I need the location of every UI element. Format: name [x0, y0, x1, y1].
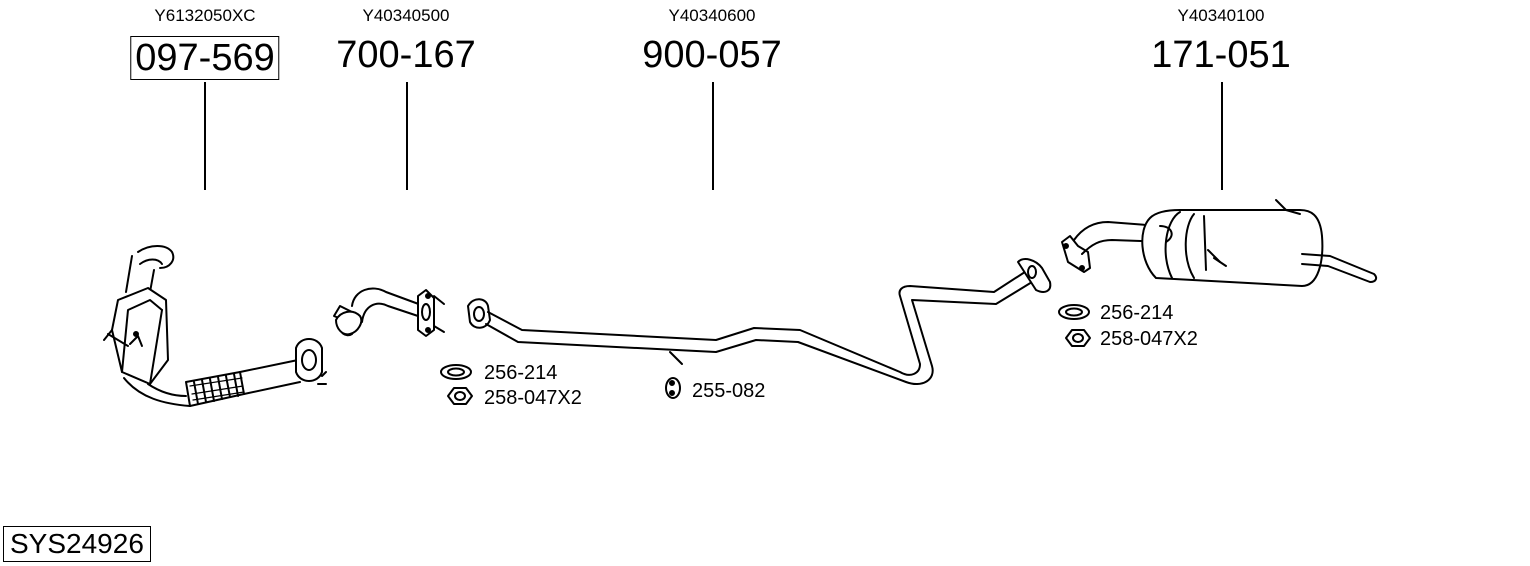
part-number-middle-pipe[interactable]: 900-057	[642, 34, 782, 76]
leader-line-middle-pipe	[712, 82, 714, 190]
oe-number-middle-pipe: Y40340600	[668, 6, 756, 25]
hanger-icon[interactable]	[665, 377, 681, 399]
middle-pipe-part[interactable]	[467, 258, 1052, 385]
leader-line-rear-silencer	[1221, 82, 1223, 190]
part-number-catalyst[interactable]: 097-569	[130, 36, 280, 80]
oe-number-catalyst: Y6132050XC	[154, 6, 256, 25]
part-number-rear-silencer[interactable]: 171-051	[1151, 34, 1291, 76]
rear-nut-icon[interactable]	[1065, 329, 1091, 347]
front-gasket-icon[interactable]	[440, 364, 472, 380]
rear-silencer-part[interactable]	[1061, 199, 1378, 287]
oe-number-front-pipe: Y40340500	[362, 6, 450, 25]
leader-line-catalyst	[204, 82, 206, 190]
front-pipe-part[interactable]	[333, 287, 445, 337]
rear-nut-number[interactable]: 258-047X2	[1100, 328, 1198, 350]
rear-gasket-icon[interactable]	[1058, 304, 1090, 320]
leader-line-front-pipe	[406, 82, 408, 190]
part-number-front-pipe[interactable]: 700-167	[336, 34, 476, 76]
oe-number-rear-silencer: Y40340100	[1177, 6, 1265, 25]
system-number: SYS24926	[3, 526, 151, 562]
rear-gasket-number[interactable]: 256-214	[1100, 302, 1174, 324]
front-gasket-number[interactable]: 256-214	[484, 362, 558, 384]
catalyst-part[interactable]	[103, 245, 327, 407]
front-nut-number[interactable]: 258-047X2	[484, 387, 582, 409]
hanger-number[interactable]: 255-082	[692, 380, 766, 402]
front-nut-icon[interactable]	[447, 387, 473, 405]
